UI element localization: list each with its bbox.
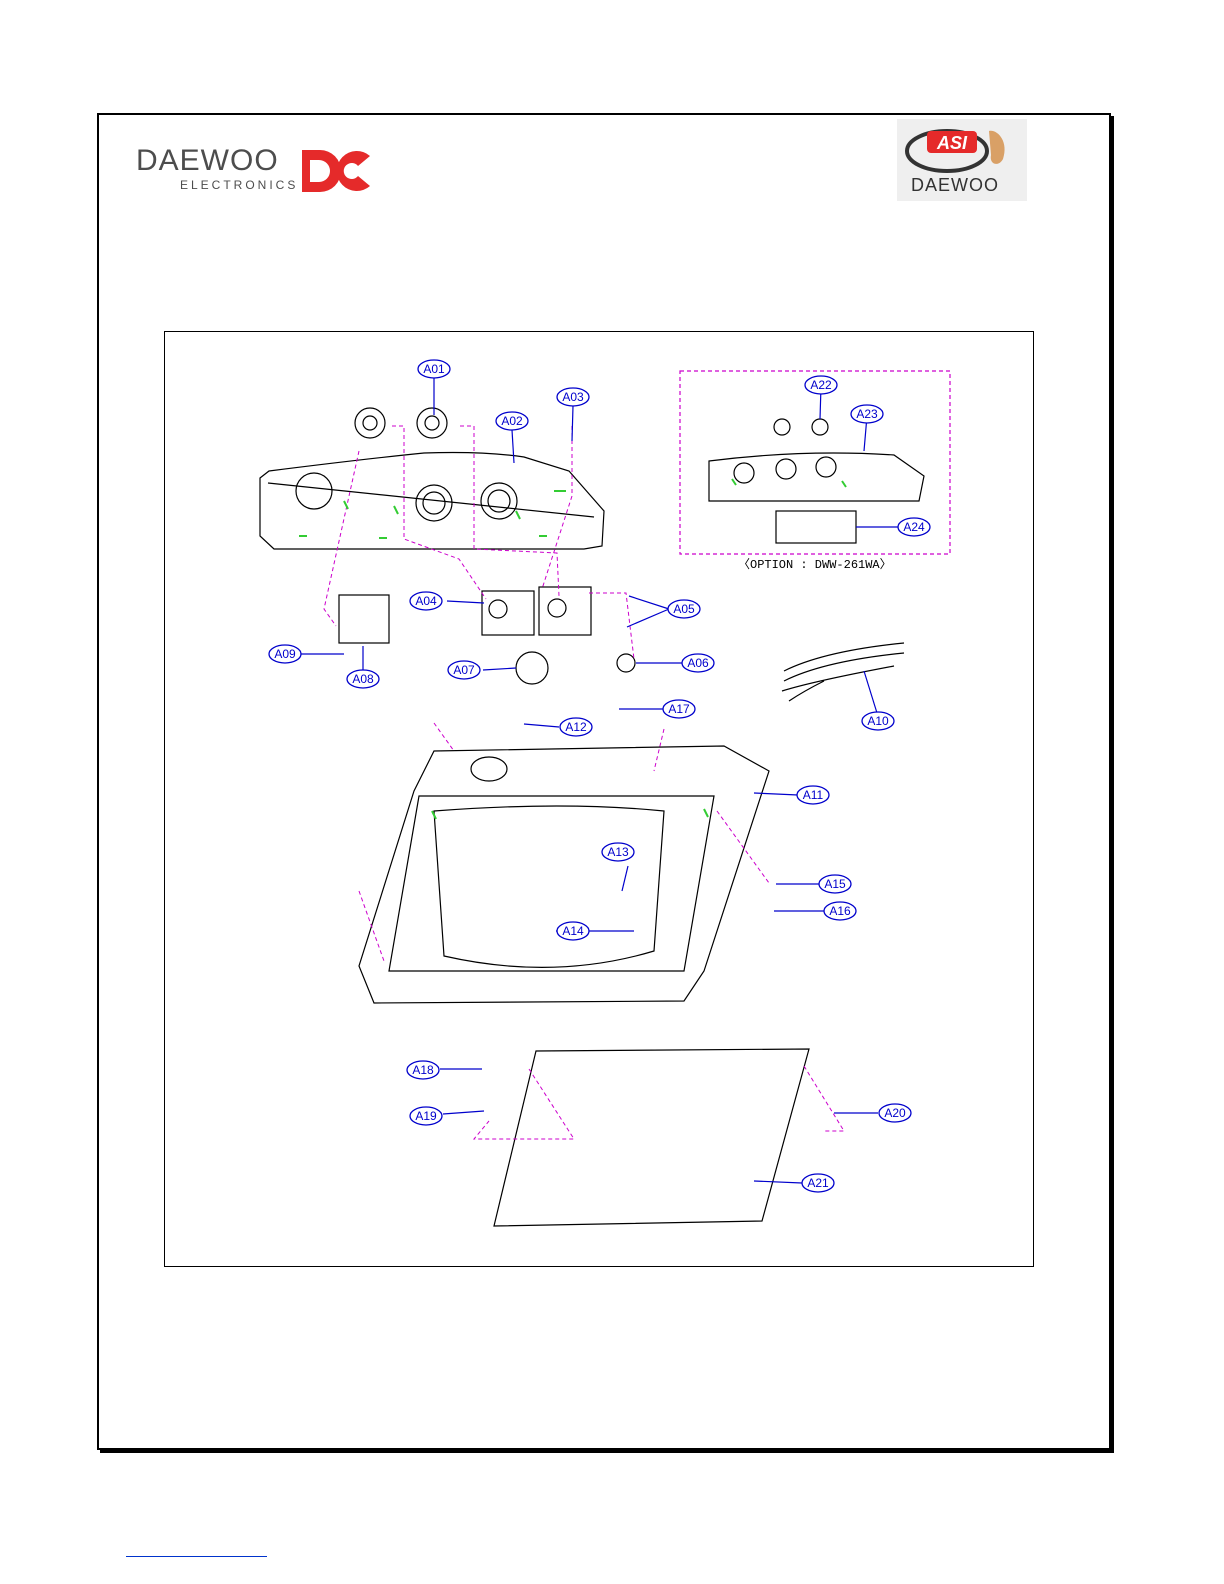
callout-label: A06	[687, 656, 709, 670]
callout-label: A07	[453, 663, 475, 677]
option-note: 〈OPTION : DWW-261WA〉	[738, 557, 892, 572]
callout-label: A10	[867, 714, 889, 728]
motor-part	[516, 652, 548, 684]
wire-harness-part	[782, 643, 904, 701]
callout-a19: A19	[410, 1107, 442, 1125]
callout-label: A16	[829, 904, 851, 918]
callout-label: A05	[673, 602, 695, 616]
callout-layer: A01A02A03A04A05A06A07A08A09A10A11A12A13A…	[269, 360, 930, 1192]
callout-a04: A04	[410, 592, 442, 610]
callout-a17: A17	[663, 700, 695, 718]
callout-a10: A10	[862, 712, 894, 730]
timer-switch-part	[482, 587, 591, 635]
logo-brand-text: DAEWOO	[136, 144, 279, 178]
callout-a07: A07	[448, 661, 480, 679]
callout-a02: A02	[496, 412, 528, 430]
callout-label: A20	[884, 1106, 906, 1120]
asi-badge-text: ASI	[936, 133, 968, 153]
callout-label: A23	[856, 407, 878, 421]
assembly-leaders	[324, 426, 844, 1139]
callout-a03: A03	[557, 388, 589, 406]
callout-label: A08	[352, 672, 374, 686]
callout-label: A02	[501, 414, 523, 428]
callout-label: A15	[824, 877, 846, 891]
callout-a14: A14	[557, 922, 589, 940]
asi-logo-brand-text: DAEWOO	[911, 175, 999, 196]
callout-label: A11	[803, 788, 824, 802]
knob-part	[355, 408, 447, 438]
callout-label: A14	[562, 924, 584, 938]
callout-label: A19	[415, 1109, 437, 1123]
callout-a16: A16	[824, 902, 856, 920]
callout-label: A09	[274, 647, 296, 661]
callout-a23: A23	[851, 405, 883, 423]
callout-a12: A12	[560, 718, 592, 736]
callout-label: A21	[807, 1176, 829, 1190]
callout-a08: A08	[347, 670, 379, 688]
callout-label: A03	[562, 390, 584, 404]
callout-label: A04	[415, 594, 437, 608]
callout-leaders	[297, 378, 900, 1183]
callout-label: A01	[423, 362, 445, 376]
pump-part	[617, 654, 635, 672]
callout-label: A24	[903, 520, 925, 534]
callout-a20: A20	[879, 1104, 911, 1122]
callout-a11: A11	[797, 786, 829, 804]
top-cabinet-part	[359, 746, 769, 1003]
callout-label: A18	[412, 1063, 434, 1077]
logo-subtitle-text: ELECTRONICS	[180, 178, 298, 192]
callout-a13: A13	[602, 843, 634, 861]
callout-a06: A06	[682, 654, 714, 672]
callout-a05: A05	[668, 600, 700, 618]
callout-label: A12	[565, 720, 587, 734]
daewoo-electronics-logo: DAEWOO ELECTRONICS	[130, 140, 375, 208]
option-panel-part	[709, 419, 924, 543]
callout-label: A17	[668, 702, 690, 716]
footer-link-underline[interactable]	[126, 1556, 267, 1557]
daewoo-dc-logo-icon	[300, 146, 375, 196]
callout-a18: A18	[407, 1061, 439, 1079]
callout-a09: A09	[269, 645, 301, 663]
lid-part	[494, 1049, 809, 1226]
asi-daewoo-logo: ASI DAEWOO	[897, 119, 1027, 201]
callout-a24: A24	[898, 518, 930, 536]
asi-daewoo-logo-icon: ASI	[897, 119, 1027, 179]
callout-a22: A22	[805, 376, 837, 394]
callout-a15: A15	[819, 875, 851, 893]
callout-a01: A01	[418, 360, 450, 378]
callout-a21: A21	[802, 1174, 834, 1192]
exploded-view-diagram: 〈OPTION : DWW-261WA〉	[164, 331, 1034, 1267]
callout-label: A22	[810, 378, 832, 392]
control-panel-part	[260, 453, 604, 550]
pcb-part	[339, 595, 389, 643]
callout-label: A13	[607, 845, 629, 859]
